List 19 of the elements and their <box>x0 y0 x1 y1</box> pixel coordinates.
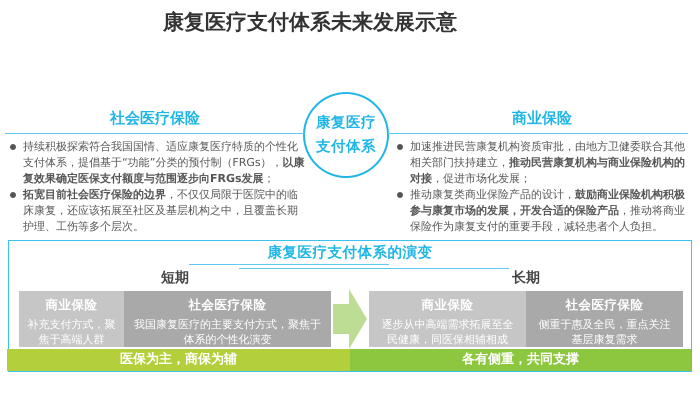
frame-panel <box>8 240 692 372</box>
frame-heading: 康复医疗支付体系的演变 <box>266 244 434 262</box>
period-label: 长期 <box>511 269 541 287</box>
chevron-arrow <box>333 289 367 349</box>
bullet-text: 持续积极探索符合我国国情、适应康复医疗特质的个性化支付体系，提倡基于“功能”分类的预付制（FRGs），以康复效果确定医保支付额度与范围逐步向FRGs发展； <box>23 140 305 185</box>
info-box: 商业保险 补充支付方式，聚焦于高端人群 <box>19 291 124 347</box>
bullet-text: 加速推进民营康复机构资质审批，由地方卫健委联合其他相关部门扶持建立，推动民营康复机构与商业保险机构的对接，促进市场化发展； <box>410 140 685 185</box>
diagram-title: 康复医疗支付体系未来发展示意 <box>162 9 458 36</box>
bullet-text: 推动康复类商业保险产品的设计，鼓励商业保险机构积极参与康复市场的发展，开发合适的保险产品，推动将商业保险作为康复支付的重要手段，减轻患者个人负担。 <box>410 188 685 233</box>
section-heading: 社会医疗保险 <box>108 108 201 129</box>
bullet-text: 拓宽目前社会医疗保险的边界，不仅仅局限于医院中的临床康复，还应该拓展至社区及基层机构之中，且覆盖长期护理、工伤等多个层次。 <box>23 188 298 233</box>
info-box: 社会医疗保险 我国康复医疗的主要支付方式，聚焦于体系的个性化演变 <box>124 291 331 347</box>
period-label: 短期 <box>160 269 190 287</box>
summary-band: 各有侧重，共同支撑 <box>350 349 691 371</box>
center-circle: 康复医疗支付体系 <box>303 92 389 178</box>
info-box: 商业保险 逐步从中高端需求拓展至全民健康，同医保相辅相成 <box>369 291 526 347</box>
section-heading: 商业保险 <box>511 108 573 129</box>
summary-band: 医保为主，商保为辅 <box>7 349 350 371</box>
info-box: 社会医疗保险 侧重于惠及全民，重点关注基层康复需求 <box>526 291 683 347</box>
